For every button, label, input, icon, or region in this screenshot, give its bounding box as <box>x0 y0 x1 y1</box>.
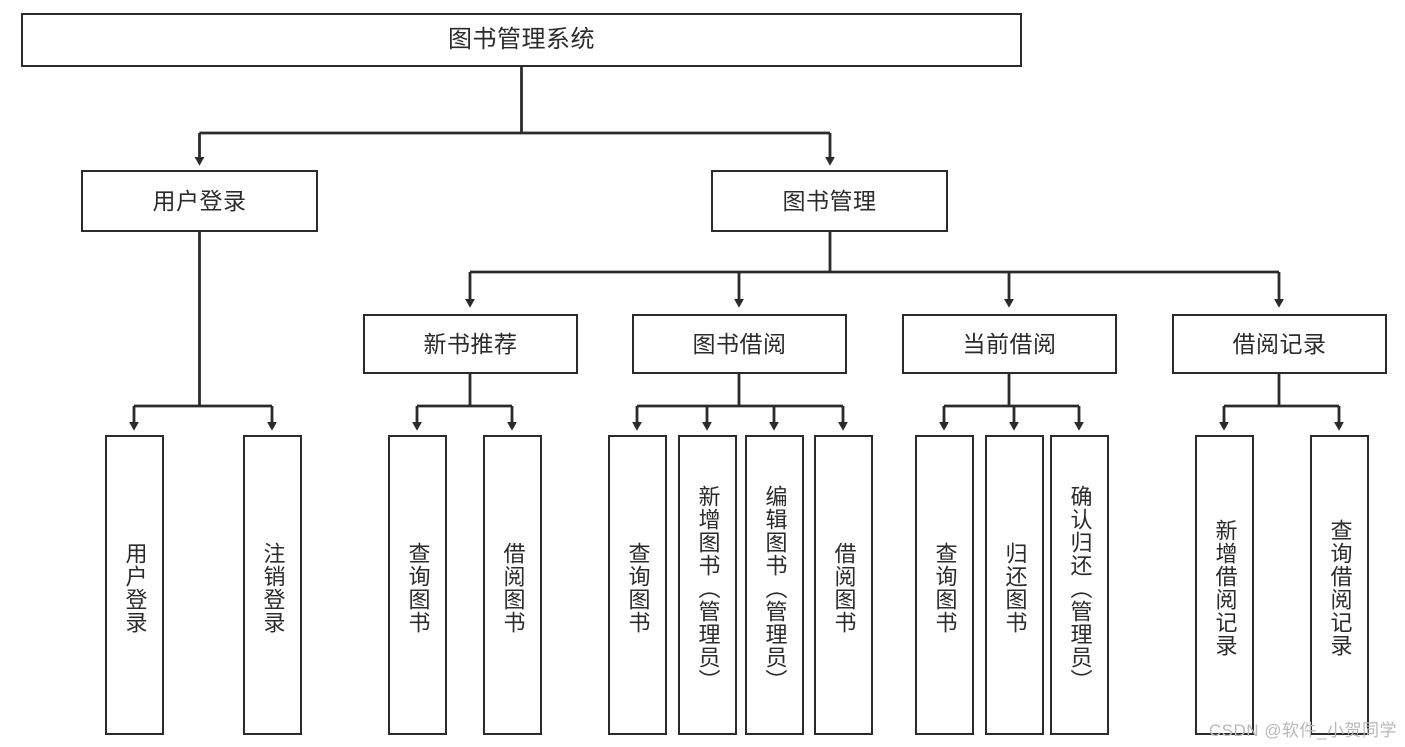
node-leaf-user-login[interactable]: 用户登录 <box>105 435 164 735</box>
node-leaf-return-book-label: 归还图书 <box>1002 542 1028 634</box>
node-leaf-query-book-2-label: 查询图书 <box>625 542 651 634</box>
node-leaf-return-book[interactable]: 归还图书 <box>985 435 1044 735</box>
node-user-login-label: 用户登录 <box>152 187 247 214</box>
node-leaf-confirm-return[interactable]: 确认归还（管理员） <box>1050 435 1109 735</box>
node-leaf-confirm-return-label: 确认归还（管理员） <box>1067 484 1093 692</box>
node-user-login[interactable]: 用户登录 <box>81 170 318 232</box>
node-new-book-recommend-label: 新书推荐 <box>423 330 518 357</box>
node-leaf-query-book-3-label: 查询图书 <box>932 542 958 634</box>
node-leaf-add-book-label: 新增图书（管理员） <box>695 484 721 692</box>
node-leaf-query-book-3[interactable]: 查询图书 <box>915 435 974 735</box>
node-borrow-record-label: 借阅记录 <box>1232 330 1327 357</box>
node-leaf-logout-label: 注销登录 <box>260 542 286 634</box>
node-leaf-add-book[interactable]: 新增图书（管理员） <box>678 435 737 735</box>
node-book-borrow[interactable]: 图书借阅 <box>632 314 847 374</box>
node-leaf-query-book-2[interactable]: 查询图书 <box>608 435 667 735</box>
node-current-borrow-label: 当前借阅 <box>962 330 1057 357</box>
node-borrow-record[interactable]: 借阅记录 <box>1172 314 1387 374</box>
node-leaf-logout[interactable]: 注销登录 <box>243 435 302 735</box>
node-leaf-edit-book[interactable]: 编辑图书（管理员） <box>745 435 804 735</box>
node-leaf-add-record[interactable]: 新增借阅记录 <box>1195 435 1254 735</box>
node-book-manage[interactable]: 图书管理 <box>711 170 948 232</box>
node-leaf-query-record[interactable]: 查询借阅记录 <box>1310 435 1369 735</box>
node-leaf-query-book-1[interactable]: 查询图书 <box>388 435 447 735</box>
node-root[interactable]: 图书管理系统 <box>21 13 1022 67</box>
node-new-book-recommend[interactable]: 新书推荐 <box>363 314 578 374</box>
node-book-manage-label: 图书管理 <box>782 187 877 214</box>
node-leaf-add-record-label: 新增借阅记录 <box>1212 519 1238 657</box>
node-leaf-borrow-book-1[interactable]: 借阅图书 <box>483 435 542 735</box>
node-leaf-user-login-label: 用户登录 <box>122 542 148 634</box>
watermark: CSDN @软件_小贺同学 <box>1208 721 1397 740</box>
node-leaf-borrow-book-2[interactable]: 借阅图书 <box>814 435 873 735</box>
node-book-borrow-label: 图书借阅 <box>692 330 787 357</box>
node-leaf-query-record-label: 查询借阅记录 <box>1327 519 1353 657</box>
node-leaf-borrow-book-1-label: 借阅图书 <box>500 542 526 634</box>
node-leaf-query-book-1-label: 查询图书 <box>405 542 431 634</box>
node-leaf-borrow-book-2-label: 借阅图书 <box>831 542 857 634</box>
node-current-borrow[interactable]: 当前借阅 <box>902 314 1117 374</box>
node-leaf-edit-book-label: 编辑图书（管理员） <box>762 484 788 692</box>
node-root-label: 图书管理系统 <box>448 26 595 54</box>
